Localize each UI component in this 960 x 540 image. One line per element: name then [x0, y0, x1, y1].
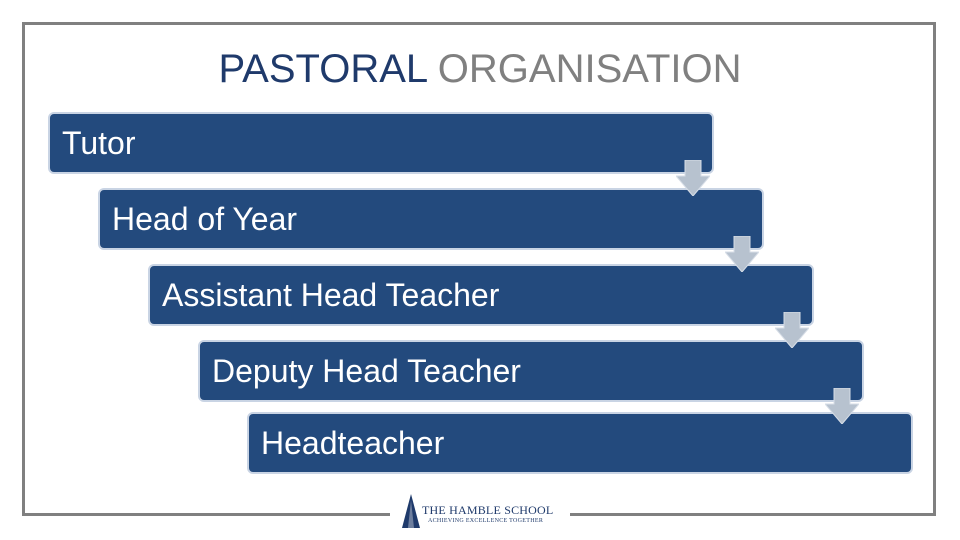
step-tutor: Tutor — [48, 112, 714, 174]
down-arrow-icon — [825, 388, 859, 424]
page-title: PASTORAL ORGANISATION — [0, 45, 960, 93]
down-arrow-icon — [676, 160, 710, 196]
title-rest: ORGANISATION — [426, 47, 742, 91]
down-arrow-icon — [775, 312, 809, 348]
school-logo: THE HAMBLE SCHOOL ACHIEVING EXCELLENCE T… — [400, 494, 565, 528]
step-head-of-year: Head of Year — [98, 188, 764, 250]
spire-logo-icon — [402, 494, 420, 528]
logo-name: THE HAMBLE SCHOOL — [422, 503, 554, 517]
step-deputy-head-teacher: Deputy Head Teacher — [198, 340, 864, 402]
step-headteacher: Headteacher — [247, 412, 913, 474]
logo-backdrop — [390, 504, 570, 538]
logo-tagline: ACHIEVING EXCELLENCE TOGETHER — [428, 518, 544, 524]
down-arrow-icon — [725, 236, 759, 272]
title-strong: PASTORAL — [218, 47, 427, 91]
step-assistant-head-teacher: Assistant Head Teacher — [148, 264, 814, 326]
